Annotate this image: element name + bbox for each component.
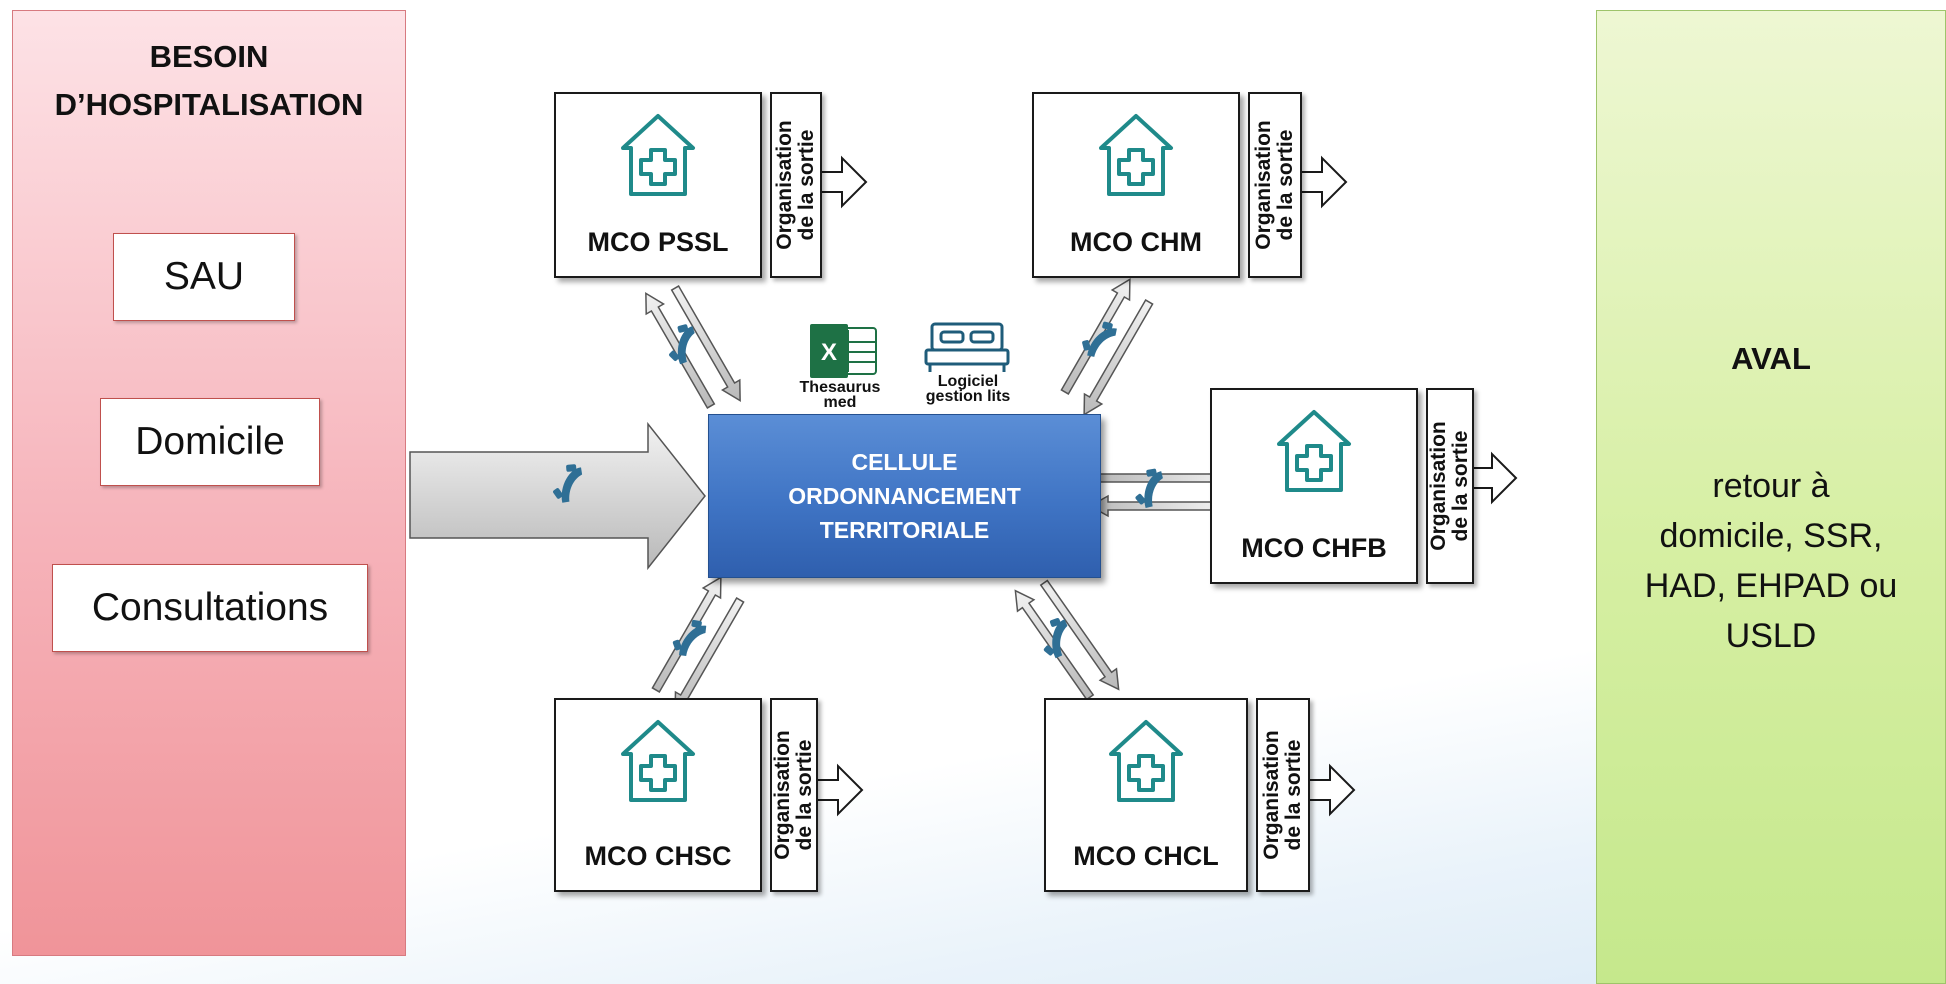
source-consultations: Consultations <box>52 564 368 652</box>
exit-arrow-chfb <box>1469 453 1517 503</box>
hospital-chfb: MCO CHFB <box>1210 388 1418 584</box>
source-domicile: Domicile <box>100 398 320 486</box>
hospital-house-icon <box>1099 114 1173 196</box>
link-chsc-arrows <box>641 571 755 719</box>
hospital-chsc: MCO CHSC <box>554 698 762 892</box>
bed-software-label: Logiciel gestion lits <box>925 373 1011 405</box>
link-chm-arrows <box>1050 273 1164 421</box>
downstream-title: AVAL <box>1731 341 1811 376</box>
hospital-pssl: MCO PSSL <box>554 92 762 278</box>
exit-arrow-chm <box>1299 157 1347 207</box>
hospital-house-icon <box>1109 720 1183 802</box>
hospital-chcl: MCO CHCL <box>1044 698 1248 892</box>
excel-icon <box>810 324 877 378</box>
bed-icon <box>924 322 1010 372</box>
central-scheduling-unit: CELLULE ORDONNANCEMENT TERRITORIALE <box>708 414 1101 578</box>
excel-icon-letter: X <box>820 339 837 366</box>
hospital-house-icon <box>621 114 695 196</box>
link-pssl-arrows <box>636 273 750 421</box>
hospital-chm: MCO CHM <box>1032 92 1240 278</box>
hospital-house-icon <box>621 720 695 802</box>
exit-arrow-chsc <box>815 765 863 815</box>
hospital-house-icon <box>1277 410 1351 492</box>
need-panel: BESOIN D’HOSPITALISATION <box>12 10 406 956</box>
thesaurus-label: Thesaurus med <box>799 379 881 411</box>
exit-arrow-chcl <box>1307 765 1355 815</box>
downstream-panel: AVAL retour à domicile, SSR, HAD, EHPAD … <box>1596 10 1946 984</box>
link-chcl-arrows <box>1006 568 1128 712</box>
downstream-description: retour à domicile, SSR, HAD, EHPAD ou US… <box>1644 467 1898 655</box>
source-sau: SAU <box>113 233 295 321</box>
need-title: BESOIN D’HOSPITALISATION <box>54 39 364 122</box>
exit-arrow-pssl <box>819 157 867 207</box>
